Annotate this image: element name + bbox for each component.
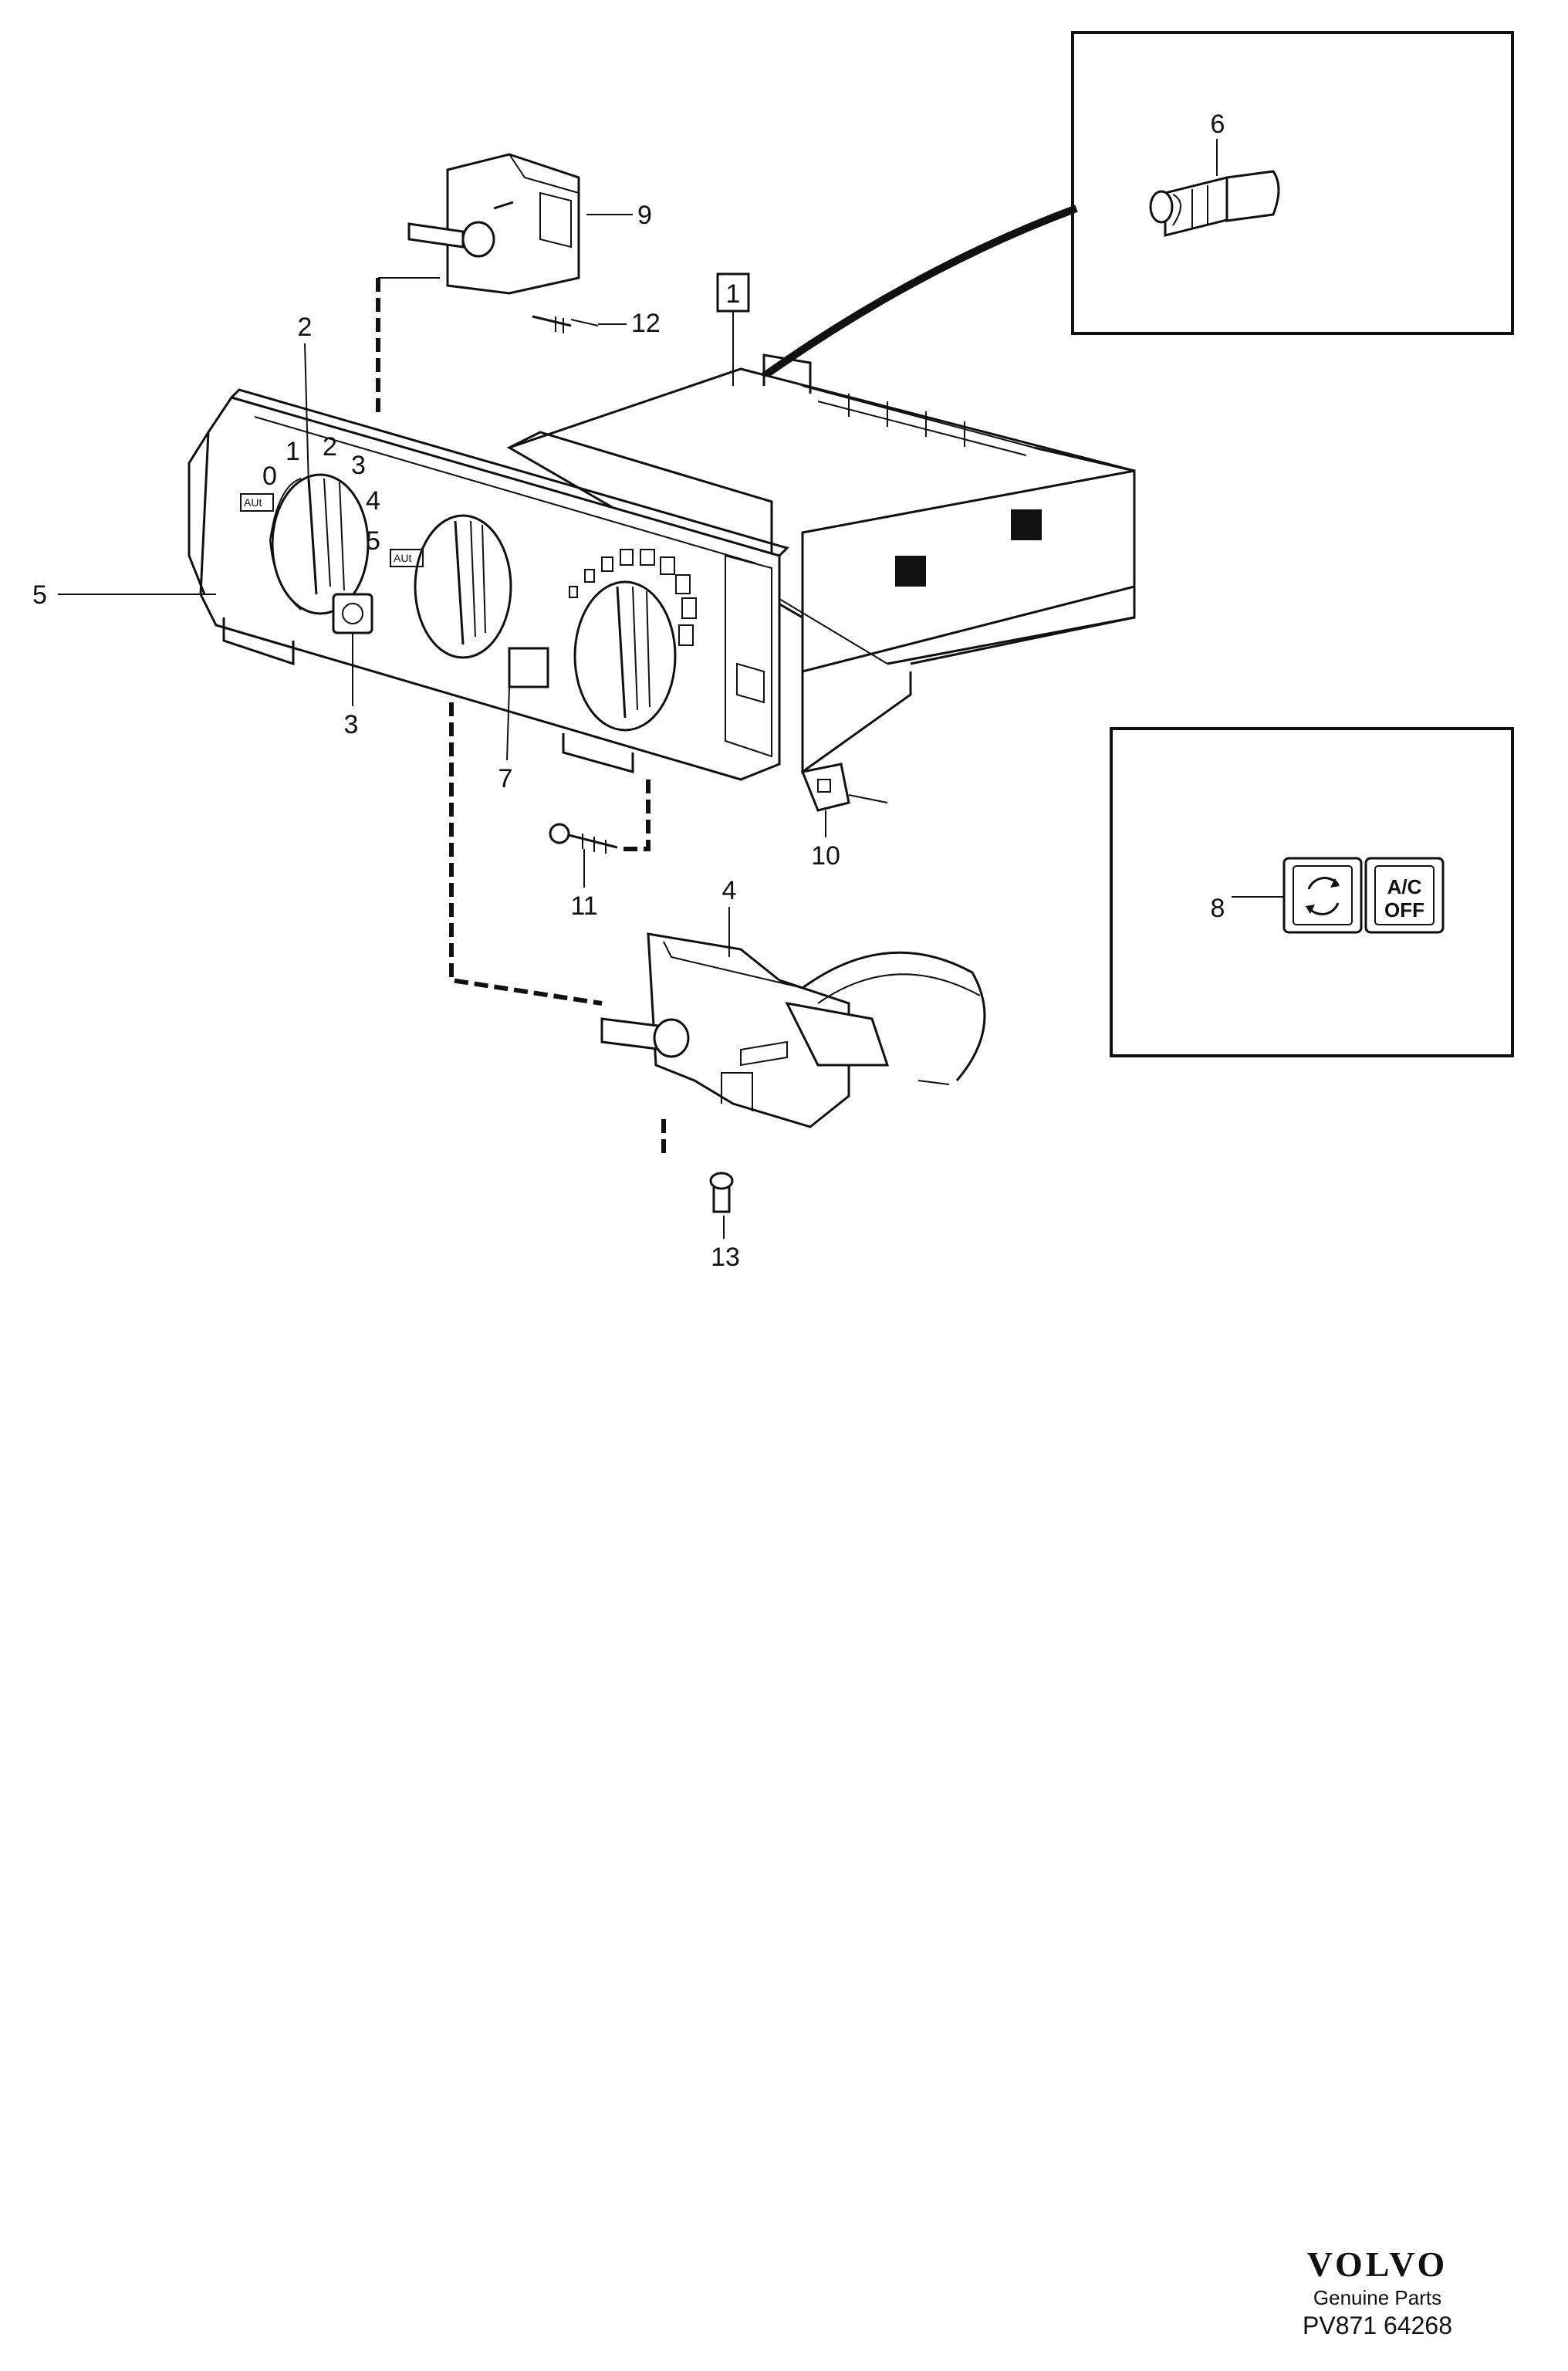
volvo-logo: VOLVO (1306, 2244, 1448, 2284)
bulb-inset (1071, 31, 1514, 335)
screw-12 (532, 315, 599, 333)
temperature-knob (573, 580, 677, 732)
fan-pos-5: 5 (366, 526, 380, 556)
temperature-scale (569, 549, 697, 646)
callout-6: 6 (1211, 110, 1225, 139)
callout-3: 3 (344, 710, 359, 739)
callout-2: 2 (298, 313, 313, 342)
bulb-icon (1149, 170, 1280, 237)
callout-10: 10 (811, 841, 840, 871)
recirculation-button-icon (1282, 857, 1363, 934)
ac-label: A/C (1387, 875, 1422, 898)
callout-12: 12 (631, 309, 661, 338)
off-label: OFF (1384, 898, 1424, 922)
part-code: PV871 64268 (1303, 2312, 1452, 2339)
fan-pos-2: 2 (323, 432, 337, 462)
fan-pos-0: 0 (262, 462, 277, 491)
callout-11: 11 (570, 891, 597, 921)
fan-pos-1: 1 (286, 437, 300, 466)
clip-part-10 (800, 763, 888, 812)
button-inset: A/C OFF (1110, 727, 1514, 1057)
callout-7: 7 (498, 764, 513, 793)
blank-switch (508, 647, 549, 688)
screw-11 (549, 823, 618, 854)
volvo-branding: VOLVO Genuine Parts PV871 64268 (1303, 2244, 1452, 2340)
ac-off-button: A/C OFF (1364, 857, 1445, 934)
fan-speed-knob (269, 473, 370, 615)
control-unit-housing (506, 353, 1136, 774)
fan-pos-3: 3 (351, 451, 366, 480)
callout-5: 5 (32, 580, 47, 610)
genuine-parts-label: Genuine Parts (1313, 2286, 1442, 2309)
recirculation-switch (332, 593, 373, 634)
switch-part-9 (407, 153, 580, 295)
callout-1: 1 (726, 279, 741, 309)
callout-9: 9 (637, 201, 652, 230)
aut-label-dist: AUt (394, 552, 411, 564)
fan-pos-4: 4 (366, 486, 380, 516)
callout-8: 8 (1211, 894, 1225, 923)
callout-4: 4 (722, 876, 737, 905)
screw-13 (709, 1172, 734, 1213)
aut-label-fan: AUt (244, 496, 262, 509)
air-distribution-knob (414, 514, 512, 659)
callout-13: 13 (711, 1243, 740, 1272)
switch-assembly-4 (600, 932, 986, 1128)
